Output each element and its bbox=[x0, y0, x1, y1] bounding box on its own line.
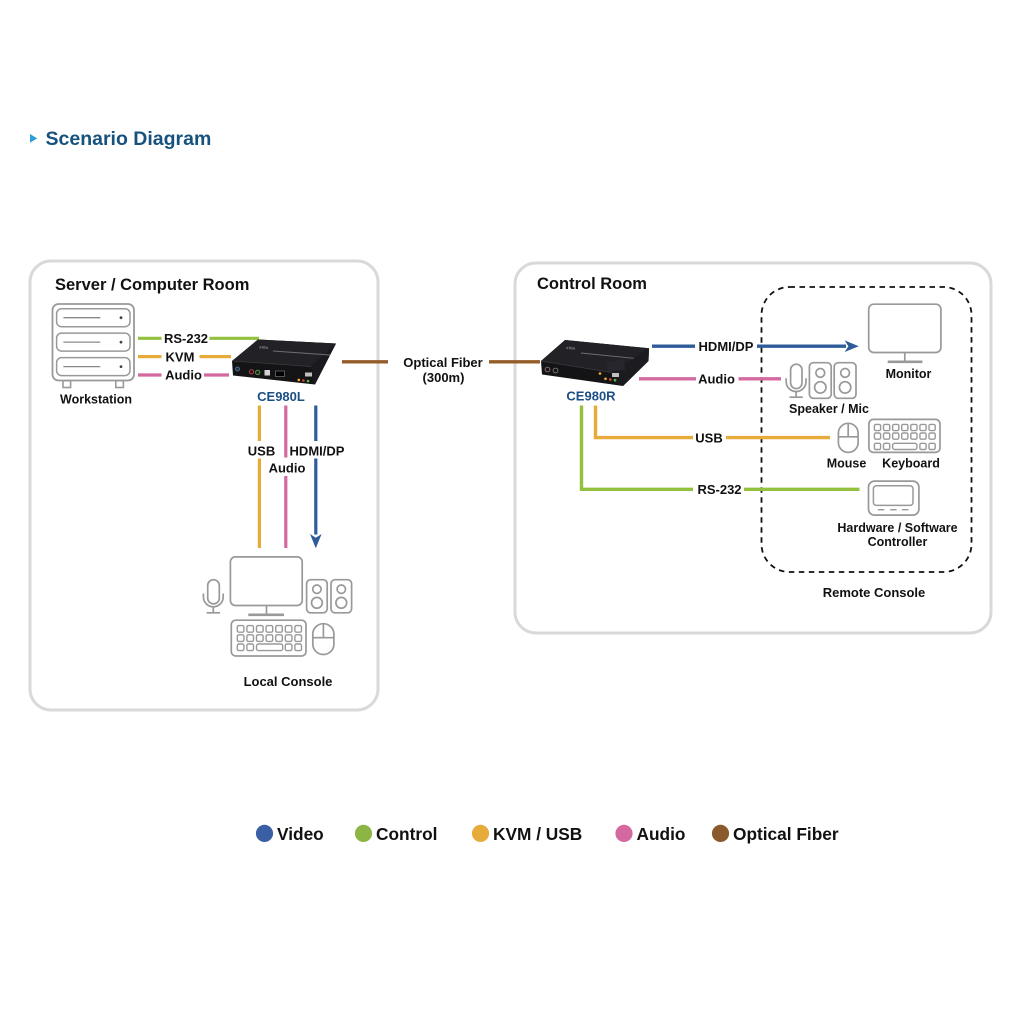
svg-text:HDMI/DP: HDMI/DP bbox=[290, 444, 345, 459]
svg-text:(300m): (300m) bbox=[423, 370, 465, 385]
svg-text:KVM / USB: KVM / USB bbox=[493, 824, 582, 844]
svg-text:USB: USB bbox=[695, 430, 722, 445]
svg-text:Audio: Audio bbox=[269, 461, 306, 476]
svg-text:Local Console: Local Console bbox=[244, 674, 333, 689]
svg-text:Remote Console: Remote Console bbox=[823, 585, 926, 600]
svg-text:Optical Fiber: Optical Fiber bbox=[733, 824, 839, 844]
svg-text:Workstation: Workstation bbox=[60, 393, 132, 407]
svg-text:CE980R: CE980R bbox=[566, 389, 616, 404]
svg-text:Optical Fiber: Optical Fiber bbox=[403, 355, 482, 370]
svg-text:Audio: Audio bbox=[637, 824, 686, 844]
svg-text:ATEN: ATEN bbox=[259, 346, 269, 350]
svg-text:Audio: Audio bbox=[165, 368, 202, 383]
svg-text:USB: USB bbox=[248, 444, 275, 459]
svg-text:Control Room: Control Room bbox=[537, 275, 647, 293]
svg-text:CE980L: CE980L bbox=[257, 389, 305, 404]
svg-text:Mouse: Mouse bbox=[827, 457, 867, 471]
svg-text:Keyboard: Keyboard bbox=[882, 457, 940, 471]
svg-text:Monitor: Monitor bbox=[886, 367, 932, 381]
svg-text:ATEN: ATEN bbox=[566, 346, 576, 351]
svg-text:Control: Control bbox=[376, 824, 437, 844]
svg-text:Audio: Audio bbox=[698, 372, 735, 387]
svg-text:RS-232: RS-232 bbox=[164, 331, 208, 346]
svg-text:Video: Video bbox=[277, 824, 324, 844]
svg-text:HDMI/DP: HDMI/DP bbox=[699, 339, 754, 354]
svg-text:Scenario Diagram: Scenario Diagram bbox=[46, 128, 212, 150]
svg-text:KVM: KVM bbox=[166, 349, 195, 364]
svg-text:Server / Computer Room: Server / Computer Room bbox=[55, 276, 249, 294]
svg-text:RS-232: RS-232 bbox=[697, 482, 741, 497]
svg-text:Speaker / Mic: Speaker / Mic bbox=[789, 402, 869, 416]
svg-text:Hardware / Software: Hardware / Software bbox=[837, 521, 957, 535]
svg-text:Controller: Controller bbox=[868, 535, 928, 549]
